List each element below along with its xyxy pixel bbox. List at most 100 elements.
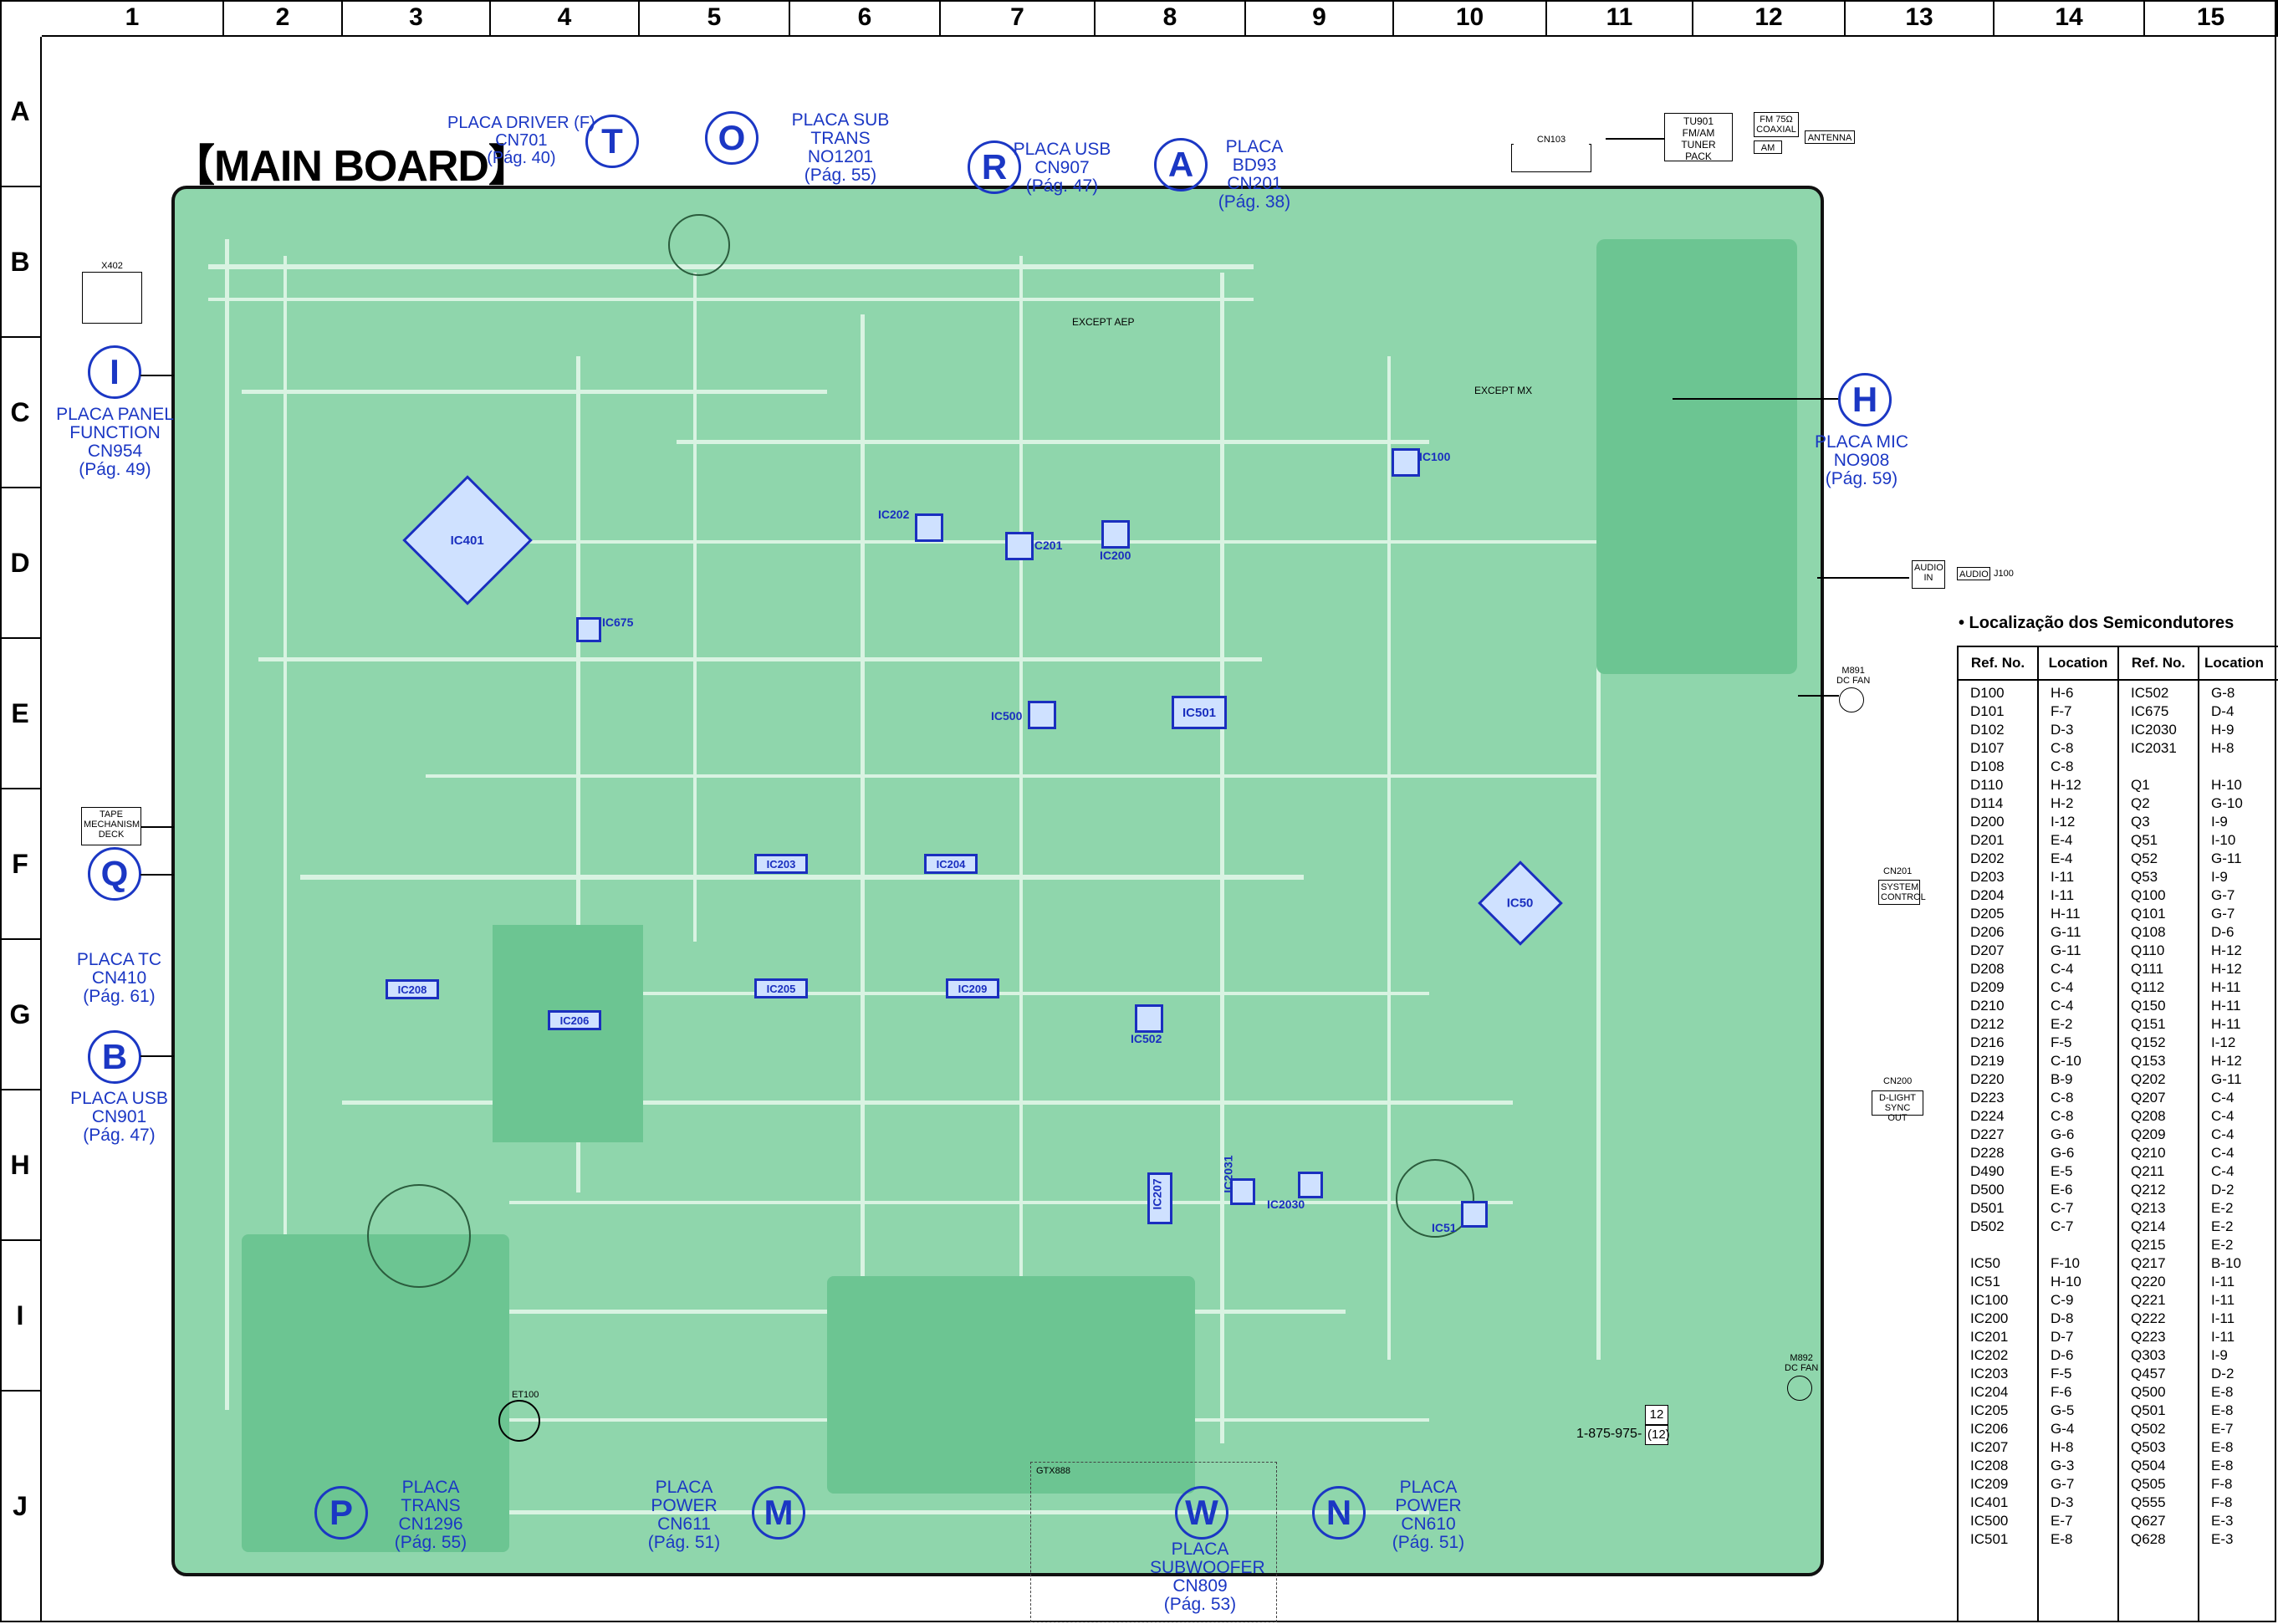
table-cell: C-4 bbox=[2051, 979, 2074, 995]
table-cell: D500 bbox=[1970, 1182, 2005, 1198]
table-cell: D208 bbox=[1970, 961, 2005, 977]
table-cell: D490 bbox=[1970, 1163, 2005, 1179]
table-cell: F-6 bbox=[2051, 1384, 2072, 1400]
ic100-chip bbox=[1392, 448, 1420, 477]
table-cell: F-8 bbox=[2211, 1494, 2233, 1510]
table-cell: H-12 bbox=[2051, 777, 2081, 793]
table-cell: D-3 bbox=[2051, 1494, 2074, 1510]
table-cell: Q223 bbox=[2131, 1329, 2166, 1345]
table-cell: D101 bbox=[1970, 703, 2005, 719]
table-cell: C-7 bbox=[2051, 1218, 2074, 1234]
table-cell bbox=[2211, 758, 2278, 776]
except-aep-note: EXCEPT AEP bbox=[1072, 316, 1135, 328]
table-cell: E-8 bbox=[2211, 1384, 2234, 1400]
table-cell: I-11 bbox=[2051, 887, 2075, 903]
m892-label: M892 DC FAN bbox=[1785, 1353, 1819, 1373]
table-cell: I-11 bbox=[2211, 1310, 2235, 1326]
row-header-G: G bbox=[0, 940, 42, 1090]
table-cell: IC50 bbox=[1970, 1255, 2000, 1271]
connector-i: PLACA PANEL FUNCTION CN954 (Pág. 49) bbox=[56, 405, 174, 479]
table-cell: Q202 bbox=[2131, 1071, 2166, 1087]
column-header-10: 10 bbox=[1394, 0, 1547, 37]
column-header-6: 6 bbox=[790, 0, 941, 37]
table-cell: H-9 bbox=[2211, 722, 2235, 738]
board-title: 【MAIN BOARD】 bbox=[171, 142, 532, 191]
table-cell: I-11 bbox=[2211, 1329, 2235, 1345]
table-cell: D205 bbox=[1970, 906, 2005, 922]
tuner-pack: TU901 FM/AM TUNER PACK bbox=[1664, 113, 1733, 162]
table-cell: D216 bbox=[1970, 1034, 2005, 1050]
row-header-C: C bbox=[0, 338, 42, 488]
table-cell: D-4 bbox=[2211, 703, 2235, 719]
table-cell: D114 bbox=[1970, 795, 2004, 811]
connector-o-badge: O bbox=[705, 111, 758, 165]
connector-h-badge: H bbox=[1838, 373, 1892, 426]
table-cell: C-7 bbox=[2051, 1200, 2074, 1216]
column-header-15: 15 bbox=[2145, 0, 2278, 37]
table-cell: C-8 bbox=[2051, 1090, 2074, 1106]
tape-mechanism-deck: TAPE MECHANISM DECK bbox=[81, 807, 141, 845]
ic200-chip bbox=[1101, 520, 1130, 549]
ic401-chip: IC401 bbox=[402, 475, 533, 605]
table-cell: G-7 bbox=[2211, 887, 2235, 903]
table-cell: IC200 bbox=[1970, 1310, 2009, 1326]
ic2030-label: IC2030 bbox=[1267, 1198, 1305, 1211]
table-cell: I-9 bbox=[2211, 869, 2228, 885]
column-header-5: 5 bbox=[640, 0, 790, 37]
table-cell: E-7 bbox=[2051, 1513, 2073, 1529]
table-cell bbox=[2051, 1236, 2117, 1254]
table-cell: E-8 bbox=[2211, 1458, 2234, 1473]
table-cell: E-5 bbox=[2051, 1163, 2073, 1179]
table-cell: D-2 bbox=[2211, 1366, 2235, 1381]
table-cell: D203 bbox=[1970, 869, 2005, 885]
ic502-chip bbox=[1135, 1004, 1163, 1033]
table-cell: C-8 bbox=[2051, 1108, 2074, 1124]
ic207-chip bbox=[1147, 1172, 1172, 1224]
m891-fan-icon bbox=[1839, 687, 1864, 712]
et100-label: ET100 bbox=[512, 1390, 539, 1400]
table-cell: IC100 bbox=[1970, 1292, 2009, 1308]
table-cell: H-11 bbox=[2211, 998, 2241, 1014]
table-cell: H-12 bbox=[2211, 942, 2242, 958]
table-cell: Q108 bbox=[2131, 924, 2166, 940]
table-cell: Q152 bbox=[2131, 1034, 2166, 1050]
table-cell bbox=[1970, 1236, 2037, 1254]
row-header-B: B bbox=[0, 187, 42, 338]
table-cell: B-10 bbox=[2211, 1255, 2241, 1271]
table-cell: D110 bbox=[1970, 777, 2004, 793]
table-cell: E-2 bbox=[2211, 1200, 2234, 1216]
column-header-4: 4 bbox=[491, 0, 640, 37]
table-cell: E-8 bbox=[2051, 1531, 2073, 1547]
table-cell: D-2 bbox=[2211, 1182, 2235, 1198]
table-cell: IC208 bbox=[1970, 1458, 2009, 1473]
table-cell: IC500 bbox=[1970, 1513, 2009, 1529]
table-cell: H-10 bbox=[2211, 777, 2242, 793]
antenna-label: ANTENNA bbox=[1805, 130, 1855, 144]
connector-p: PLACA TRANS CN1296 (Pág. 55) bbox=[394, 1478, 467, 1552]
cn103-connector: CN103 bbox=[1511, 135, 1591, 172]
cn200-label: CN200 bbox=[1883, 1076, 1913, 1086]
table-cell: Q100 bbox=[2131, 887, 2166, 903]
table-cell: IC206 bbox=[1970, 1421, 2009, 1437]
table-cell: E-8 bbox=[2211, 1439, 2234, 1455]
table-cell: D206 bbox=[1970, 924, 2005, 940]
table-cell: Q555 bbox=[2131, 1494, 2166, 1510]
table-cell: H-11 bbox=[2051, 906, 2081, 922]
table-cell: H-8 bbox=[2211, 740, 2235, 756]
table-cell: E-6 bbox=[2051, 1182, 2073, 1198]
am-terminal: AM bbox=[1754, 140, 1782, 154]
column-header-1: 1 bbox=[42, 0, 224, 37]
table-cell: F-8 bbox=[2211, 1476, 2233, 1492]
table-cell: Q101 bbox=[2131, 906, 2166, 922]
ic675-chip bbox=[576, 617, 601, 642]
table-cell: IC2031 bbox=[2131, 740, 2177, 756]
ic50-chip: IC50 bbox=[1478, 861, 1563, 946]
table-cell: G-7 bbox=[2211, 906, 2235, 922]
connector-m-badge: M bbox=[752, 1486, 805, 1540]
table-cell: I-11 bbox=[2211, 1292, 2235, 1308]
m891-label: M891 DC FAN bbox=[1836, 666, 1871, 686]
cn201-label: CN201 bbox=[1883, 866, 1913, 876]
table-cell: C-10 bbox=[2051, 1053, 2081, 1069]
table-cell: C-4 bbox=[2211, 1163, 2235, 1179]
